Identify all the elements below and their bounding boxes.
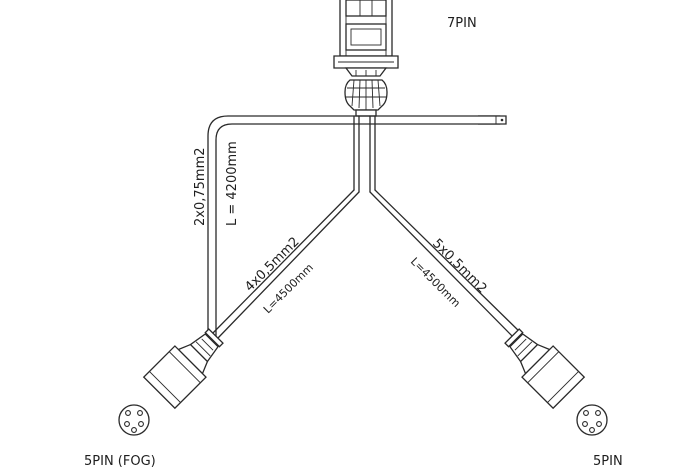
right-connector-label: 5PIN	[593, 454, 623, 467]
side-cable-2x075	[207, 115, 507, 337]
left-5pin-socket-face	[118, 404, 150, 436]
left-5pin-fog-connector	[142, 328, 224, 410]
main-7pin-connector	[333, 0, 399, 117]
right-branch-cable	[369, 189, 525, 343]
main-connector-label: 7PIN	[447, 16, 477, 31]
left-connector-label: 5PIN (FOG)	[84, 454, 156, 467]
cable-trunk	[353, 115, 376, 193]
right-5pin-connector	[504, 328, 586, 410]
left-branch-cable	[209, 189, 360, 339]
side-cable-length-label: L = 4200mm	[225, 141, 240, 226]
right-5pin-socket-face	[576, 404, 608, 436]
side-cable-section-label: 2x0,75mm2	[193, 147, 208, 226]
